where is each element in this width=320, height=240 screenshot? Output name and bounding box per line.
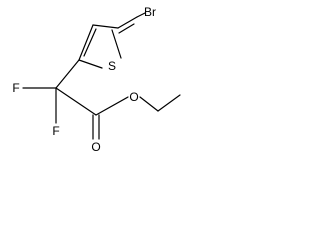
- bond-c2-c3: [78, 24, 94, 61]
- bond-c2-cf2: [55, 59, 80, 89]
- bond-s-c2: [78, 59, 103, 69]
- bond-c5-br: [136, 12, 146, 18]
- bond-cf2-carbonyl: [55, 87, 97, 116]
- bond-carbonyl-oester: [95, 96, 129, 116]
- atom-label-f-bottom: F: [52, 124, 59, 138]
- bond-oester-ch2: [139, 96, 159, 112]
- atom-label-br: Br: [144, 5, 156, 19]
- bond-c5-s: [111, 29, 122, 59]
- bond-c4-c5: [117, 16, 138, 29]
- bond-c2-c3-inner: [83, 28, 97, 57]
- bond-c3-c4: [92, 24, 119, 29]
- atom-label-s: S: [108, 59, 116, 73]
- atom-label-f-left: F: [12, 81, 19, 95]
- bond-ch2-ch3: [157, 94, 181, 112]
- bond-c4-c5-inner: [118, 23, 135, 34]
- atom-label-o-carbonyl: O: [91, 140, 100, 154]
- atom-label-o-ester: O: [129, 90, 138, 104]
- molecule-structure-diagram: Br S F F O O: [12, 5, 181, 154]
